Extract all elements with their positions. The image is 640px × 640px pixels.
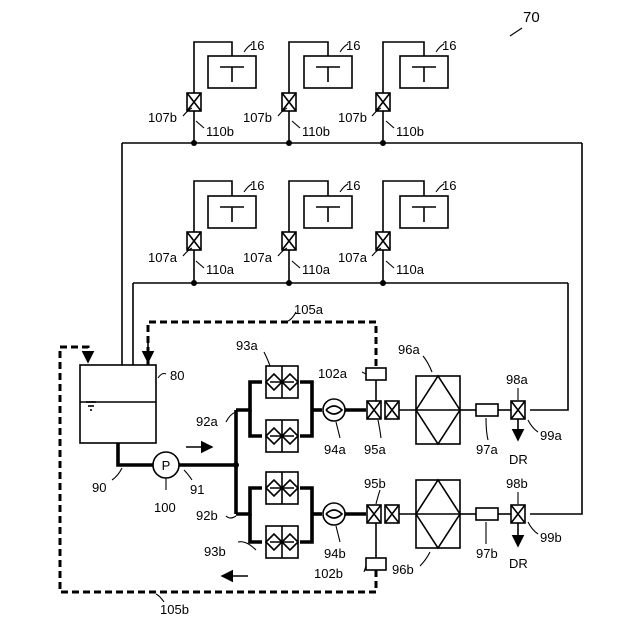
branch-a [236, 366, 525, 452]
label-93a: 93a [236, 338, 258, 353]
return-pipe-105a [148, 322, 376, 372]
tank-80 [80, 365, 156, 443]
label-100: 100 [154, 500, 176, 515]
label-102a: 102a [318, 366, 348, 381]
sensor-102b [366, 558, 386, 570]
filter-93b-2 [266, 526, 298, 558]
label-96a: 96a [398, 342, 420, 357]
label-107b-3: 107b [338, 110, 367, 125]
label-16-l2: 16 [346, 178, 360, 193]
label-dr-b: DR [509, 556, 528, 571]
supply-line-a [530, 283, 568, 410]
drain-valve-98b [511, 505, 525, 523]
valve-107a-1 [187, 232, 201, 250]
label-110b-1: 110b [206, 124, 234, 139]
label-105a: 105a [294, 302, 324, 317]
valve-95a-2 [385, 401, 399, 419]
valve-95b-2 [385, 505, 399, 523]
label-107a-3: 107a [338, 250, 368, 265]
figure-number: 70 [523, 9, 540, 26]
drain-valve-98a [511, 401, 525, 419]
orifice-97b [476, 508, 498, 520]
filter-93a-1 [266, 366, 298, 398]
membrane-96a [416, 376, 460, 444]
valve-107b-2 [282, 93, 296, 111]
label-107a-2: 107a [243, 250, 273, 265]
valve-107a-2 [282, 232, 296, 250]
label-93b: 93b [204, 544, 226, 559]
valve-95a-1 [367, 401, 381, 419]
filter-93b-1 [266, 472, 298, 504]
label-94a: 94a [324, 442, 346, 457]
membrane-96b [416, 480, 460, 548]
supply-line-b [530, 143, 582, 514]
label-80: 80 [170, 368, 184, 383]
label-91: 91 [190, 482, 204, 497]
label-110a-3: 110a [396, 262, 425, 277]
sensor-102a [366, 368, 386, 380]
label-107b-1: 107b [148, 110, 177, 125]
label-102b: 102b [314, 566, 343, 581]
pump-letter: P [162, 458, 171, 473]
orifice-97a [476, 404, 498, 416]
valve-107a-3 [376, 232, 390, 250]
user-unit-16-upper-2 [304, 56, 352, 88]
user-unit-16-lower-3 [400, 196, 448, 228]
label-98b: 98b [506, 476, 528, 491]
label-16-l1: 16 [250, 178, 264, 193]
label-dr-a: DR [509, 452, 528, 467]
user-unit-16-lower-2 [304, 196, 352, 228]
label-96b: 96b [392, 562, 414, 577]
label-16-u2: 16 [346, 38, 360, 53]
valve-107b-1 [187, 93, 201, 111]
label-90: 90 [92, 480, 106, 495]
label-97b: 97b [476, 546, 498, 561]
valve-107b-3 [376, 93, 390, 111]
label-16-u1: 16 [250, 38, 264, 53]
label-110b-3: 110b [396, 124, 424, 139]
label-99b: 99b [540, 530, 562, 545]
label-110a-2: 110a [302, 262, 331, 277]
label-110b-2: 110b [302, 124, 330, 139]
label-92b: 92b [196, 508, 218, 523]
label-95b: 95b [364, 476, 386, 491]
label-107a-1: 107a [148, 250, 178, 265]
upper-user-row [122, 42, 582, 146]
label-110a-1: 110a [206, 262, 235, 277]
label-105b: 105b [160, 602, 189, 617]
label-16-u3: 16 [442, 38, 456, 53]
label-99a: 99a [540, 428, 562, 443]
label-92a: 92a [196, 414, 218, 429]
user-unit-16-lower-1 [208, 196, 256, 228]
label-94b: 94b [324, 546, 346, 561]
user-unit-16-upper-3 [400, 56, 448, 88]
label-97a: 97a [476, 442, 498, 457]
label-95a: 95a [364, 442, 386, 457]
user-unit-16-upper-1 [208, 56, 256, 88]
label-98a: 98a [506, 372, 528, 387]
label-107b-2: 107b [243, 110, 272, 125]
filter-93a-2 [266, 420, 298, 452]
label-16-l3: 16 [442, 178, 456, 193]
lower-user-row [133, 181, 568, 286]
valve-95b-1 [367, 505, 381, 523]
